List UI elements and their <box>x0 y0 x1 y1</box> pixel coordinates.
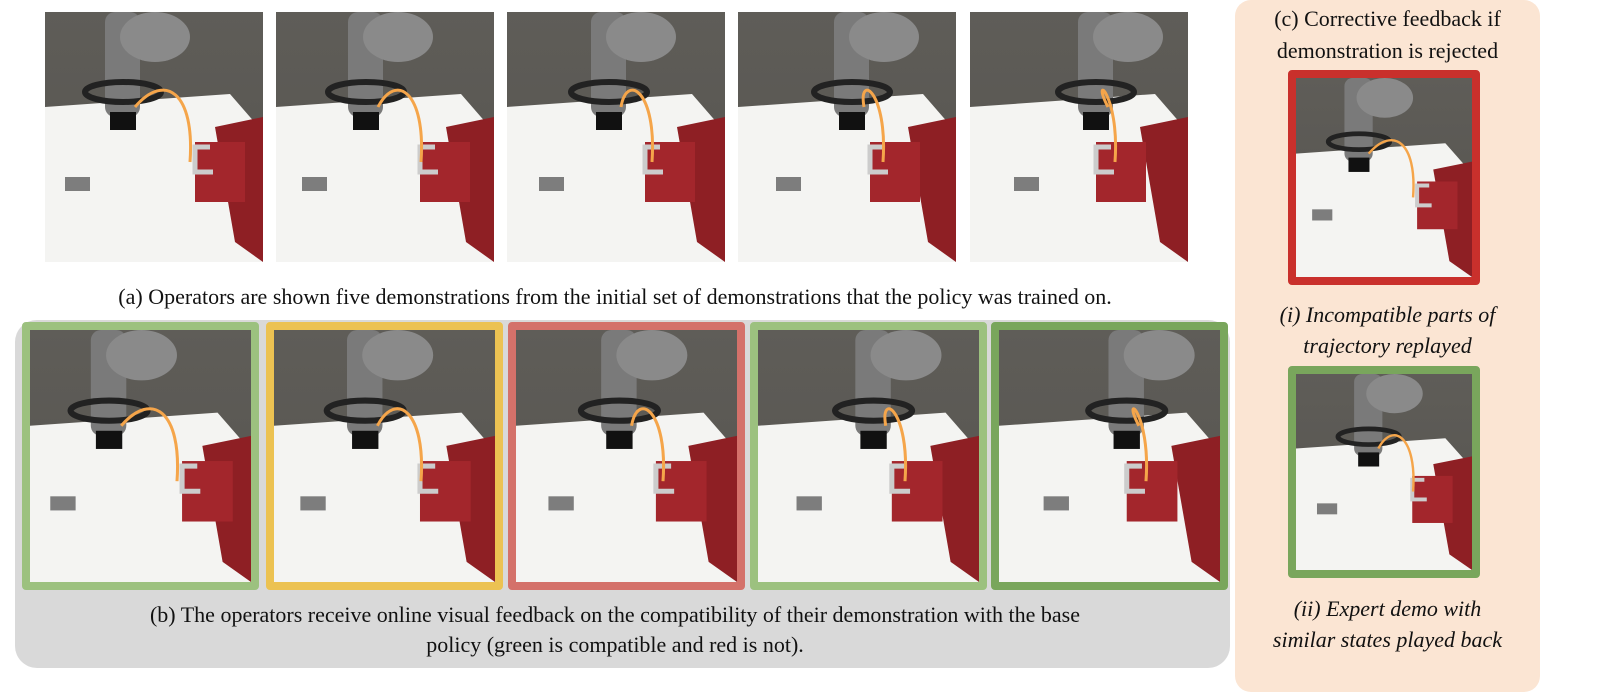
feedback-frame-5 <box>991 322 1228 590</box>
demo-image-5 <box>970 12 1188 262</box>
caption-i-line1: (i) Incompatible parts of <box>1279 302 1496 327</box>
demo-image-2 <box>276 12 494 262</box>
robot-scene <box>1296 374 1472 570</box>
demo-image-3 <box>507 12 725 262</box>
caption-a: (a) Operators are shown five demonstrati… <box>118 284 1112 309</box>
caption-b-line2: policy (green is compatible and red is n… <box>426 632 804 657</box>
feedback-frame-3 <box>508 322 745 590</box>
caption-i-line2: trajectory replayed <box>1303 333 1472 358</box>
robot-scene <box>507 12 725 262</box>
robot-scene <box>45 12 263 262</box>
caption-c-line2: demonstration is rejected <box>1276 38 1499 63</box>
robot-scene <box>738 12 956 262</box>
feedback-frame-1 <box>22 322 259 590</box>
rejected-frame <box>1288 70 1480 285</box>
feedback-frame-4 <box>750 322 987 590</box>
expert-frame <box>1288 366 1480 578</box>
robot-scene <box>758 330 979 582</box>
caption-c-line1: (c) Corrective feedback if <box>1274 6 1501 31</box>
robot-scene <box>970 12 1188 262</box>
demo-image-4 <box>738 12 956 262</box>
robot-scene <box>1296 78 1472 277</box>
caption-b-line1: (b) The operators receive online visual … <box>149 602 1080 627</box>
demo-image-1 <box>45 12 263 262</box>
robot-scene <box>999 330 1220 582</box>
caption-ii-line1: (ii) Expert demo with <box>1293 596 1482 621</box>
robot-scene <box>30 330 251 582</box>
feedback-frame-2 <box>266 322 503 590</box>
robot-scene <box>276 12 494 262</box>
robot-scene <box>274 330 495 582</box>
robot-scene <box>516 330 737 582</box>
caption-ii-line2: similar states played back <box>1272 627 1503 652</box>
